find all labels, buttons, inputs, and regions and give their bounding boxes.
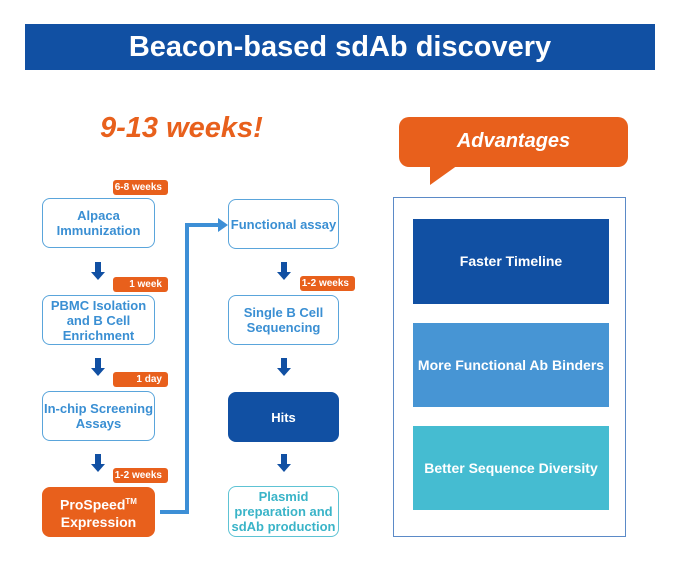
connector-arrowhead	[218, 218, 228, 232]
speech-bubble-tail	[430, 165, 458, 185]
duration-badge: 1-2 weeks	[300, 276, 355, 291]
down-arrow-icon	[91, 262, 105, 280]
advantage-more-functional-binders: More Functional Ab Binders	[413, 323, 609, 407]
step-plasmid-preparation: Plasmid preparation and sdAb production	[228, 486, 339, 537]
duration-badge: 6-8 weeks	[113, 180, 168, 195]
down-arrow-icon	[277, 358, 291, 376]
advantages-heading: Advantages	[399, 117, 628, 167]
step-pbmc-isolation: PBMC Isolation and B Cell Enrichment	[42, 295, 155, 345]
total-time-label: 9-13 weeks!	[100, 112, 263, 144]
step-hits: Hits	[228, 392, 339, 442]
duration-badge: 1-2 weeks	[113, 468, 168, 483]
down-arrow-icon	[91, 454, 105, 472]
duration-badge: 1 day	[113, 372, 168, 387]
step-single-b-cell-sequencing: Single B Cell Sequencing	[228, 295, 339, 345]
step-in-chip-screening: In-chip Screening Assays	[42, 391, 155, 441]
step-prospeed-expression: ProSpeedTM Expression	[42, 487, 155, 537]
connector-line	[160, 223, 222, 514]
step-alpaca-immunization: Alpaca Immunization	[42, 198, 155, 248]
advantages-frame	[393, 197, 626, 537]
diagram-title: Beacon-based sdAb discovery	[25, 24, 655, 70]
down-arrow-icon	[277, 454, 291, 472]
down-arrow-icon	[91, 358, 105, 376]
duration-badge: 1 week	[113, 277, 168, 292]
step-label-line2: Expression	[60, 514, 137, 531]
advantage-better-sequence-diversity: Better Sequence Diversity	[413, 426, 609, 510]
step-functional-assay: Functional assay	[228, 199, 339, 249]
advantage-faster-timeline: Faster Timeline	[413, 219, 609, 304]
step-label-line1: ProSpeedTM	[60, 496, 137, 513]
down-arrow-icon	[277, 262, 291, 280]
